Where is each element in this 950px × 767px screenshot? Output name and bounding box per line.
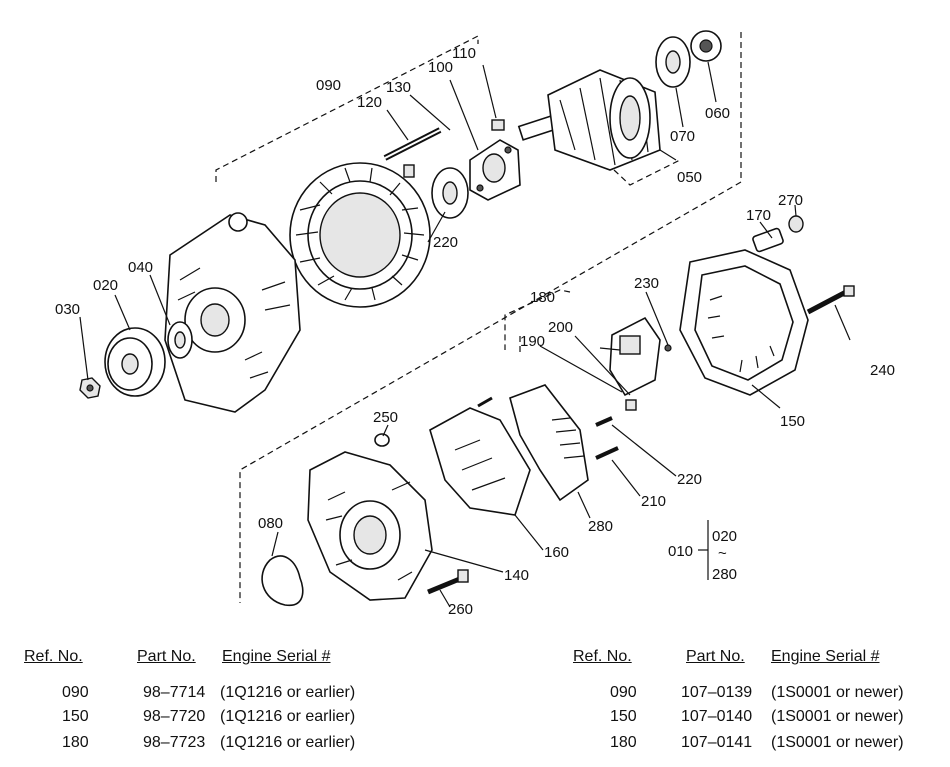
callout-060: 060 bbox=[705, 105, 730, 122]
holder-screw bbox=[595, 416, 613, 427]
callout-240: 240 bbox=[870, 362, 895, 379]
ref-no: 150 bbox=[610, 708, 637, 725]
ref-no: 150 bbox=[62, 708, 89, 725]
ref-no: 090 bbox=[610, 684, 637, 701]
callout-100: 100 bbox=[428, 59, 453, 76]
callout-090: 090 bbox=[316, 77, 341, 94]
pulley-nut bbox=[79, 377, 101, 399]
callout-220-upper: 220 bbox=[433, 234, 458, 251]
callout-010: 010 bbox=[668, 543, 693, 560]
callout-230: 230 bbox=[634, 275, 659, 292]
through-bolt bbox=[383, 127, 442, 178]
part-no: 107–0140 bbox=[681, 708, 753, 725]
retainer-screw bbox=[491, 119, 505, 131]
engine-serial: (1S0001 or newer) bbox=[771, 734, 904, 751]
rotor-assembly bbox=[517, 69, 661, 171]
callout-150: 150 bbox=[780, 413, 805, 430]
rear-housing bbox=[307, 451, 433, 601]
bearing-retainer-plate bbox=[469, 139, 521, 201]
part-no: 98–7723 bbox=[143, 734, 206, 751]
range-from: 020 bbox=[712, 528, 737, 545]
header-engine-serial: Engine Serial # bbox=[222, 648, 331, 665]
ref-no: 090 bbox=[62, 684, 89, 701]
callout-070: 070 bbox=[670, 128, 695, 145]
terminal-nut bbox=[788, 215, 804, 233]
range-tilde: ~ bbox=[718, 545, 727, 562]
ref-no: 180 bbox=[610, 734, 637, 751]
front-housing bbox=[164, 212, 301, 413]
part-no: 98–7720 bbox=[143, 708, 206, 725]
callout-190: 190 bbox=[520, 333, 545, 350]
brush-holder bbox=[609, 316, 672, 411]
callout-180: 180 bbox=[530, 289, 555, 306]
callout-120: 120 bbox=[357, 94, 382, 111]
engine-serial: (1Q1216 or earlier) bbox=[220, 734, 356, 751]
engine-serial: (1Q1216 or earlier) bbox=[220, 684, 356, 701]
callout-080: 080 bbox=[258, 515, 283, 532]
front-bearing bbox=[431, 167, 469, 219]
pulley bbox=[104, 327, 166, 397]
callout-050: 050 bbox=[677, 169, 702, 186]
callout-140: 140 bbox=[504, 567, 529, 584]
rectifier bbox=[429, 396, 531, 516]
engine-serial: (1Q1216 or earlier) bbox=[220, 708, 356, 725]
leader-lines bbox=[79, 61, 851, 608]
callout-200: 200 bbox=[548, 319, 573, 336]
rear-cover bbox=[679, 249, 809, 396]
callout-130: 130 bbox=[386, 79, 411, 96]
callout-170: 170 bbox=[746, 207, 771, 224]
cover-bolt bbox=[806, 285, 855, 315]
callout-270: 270 bbox=[778, 192, 803, 209]
stator-assembly bbox=[289, 162, 431, 308]
callout-040: 040 bbox=[128, 259, 153, 276]
housing-bolt bbox=[427, 569, 469, 595]
part-no: 107–0139 bbox=[681, 684, 753, 701]
regulator-screw bbox=[595, 446, 619, 460]
regulator bbox=[509, 384, 589, 502]
rear-bearing bbox=[655, 36, 691, 88]
parts-table-left: Ref. No. Part No. Engine Serial # 090 98… bbox=[0, 648, 470, 758]
washer bbox=[374, 433, 390, 447]
spacer bbox=[167, 321, 193, 359]
callout-250: 250 bbox=[373, 409, 398, 426]
callout-260: 260 bbox=[448, 601, 473, 618]
header-engine-serial: Engine Serial # bbox=[771, 648, 880, 665]
callout-210: 210 bbox=[641, 493, 666, 510]
range-to: 280 bbox=[712, 566, 737, 583]
callout-220-lower: 220 bbox=[677, 471, 702, 488]
callout-160: 160 bbox=[544, 544, 569, 561]
callout-labels: 090 120 130 100 110 060 070 050 220 040 … bbox=[55, 45, 895, 618]
callout-020: 020 bbox=[93, 277, 118, 294]
callout-110: 110 bbox=[452, 45, 476, 62]
ref-no: 180 bbox=[62, 734, 89, 751]
terminal-insulator bbox=[752, 227, 784, 253]
header-ref-no: Ref. No. bbox=[24, 648, 83, 665]
part-no: 107–0141 bbox=[681, 734, 753, 751]
header-ref-no: Ref. No. bbox=[573, 648, 632, 665]
assembly-boundary-lines bbox=[215, 32, 742, 603]
header-part-no: Part No. bbox=[686, 648, 745, 665]
part-no: 98–7714 bbox=[143, 684, 206, 701]
engine-serial: (1S0001 or newer) bbox=[771, 708, 904, 725]
header-part-no: Part No. bbox=[137, 648, 196, 665]
parts-table-right: Ref. No. Part No. Engine Serial # 090 10… bbox=[0, 648, 950, 758]
callout-280: 280 bbox=[588, 518, 613, 535]
callout-030: 030 bbox=[55, 301, 80, 318]
alternator-exploded-diagram: 090 120 130 100 110 060 070 050 220 040 … bbox=[55, 30, 895, 618]
bearing-cover bbox=[690, 30, 722, 62]
seal-ring bbox=[261, 555, 304, 606]
engine-serial: (1S0001 or newer) bbox=[771, 684, 904, 701]
